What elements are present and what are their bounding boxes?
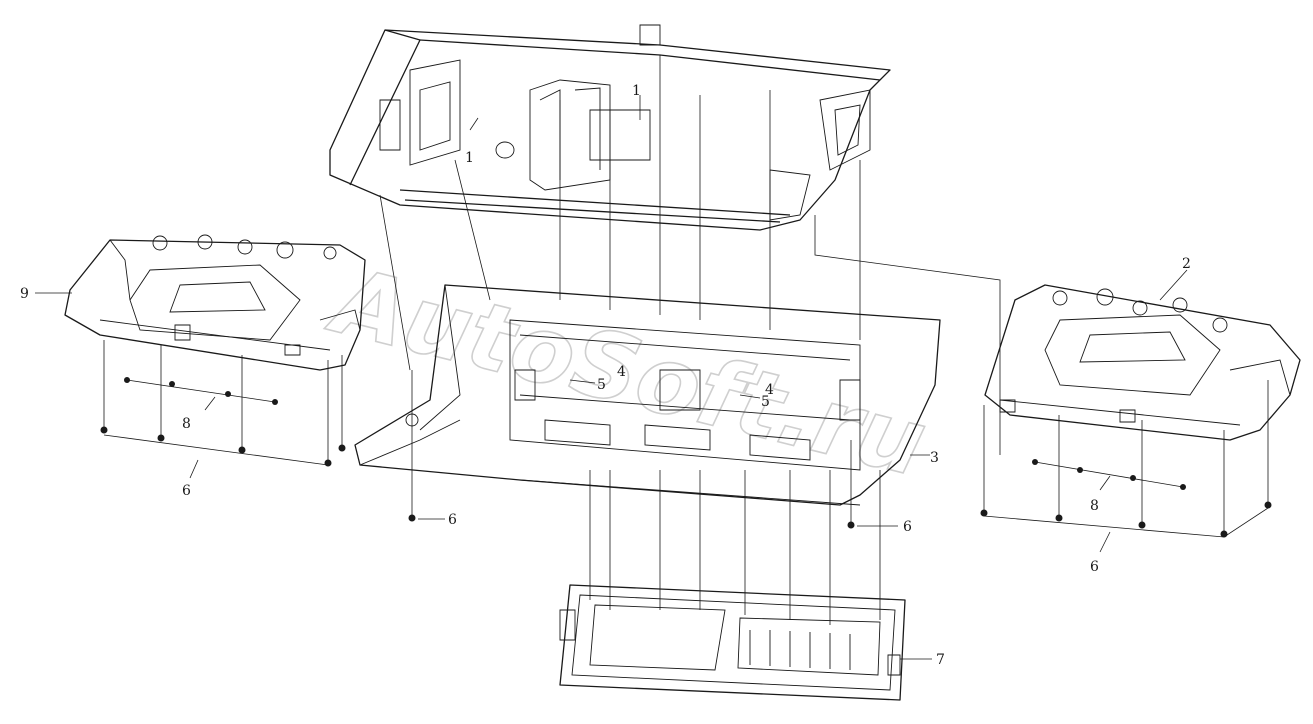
left-trim-panel [64, 234, 366, 371]
callout-8-left: 8 [182, 416, 191, 432]
fasteners-right [980, 459, 1272, 538]
assembly-leader-lines [103, 55, 1269, 625]
callout-8-right: 8 [1090, 498, 1099, 514]
fasteners-center [408, 514, 855, 529]
callout-1-left: 1 [465, 150, 474, 166]
callout-labels: 9 1 1 2 3 4 4 5 5 6 6 6 6 7 8 8 [20, 83, 1191, 668]
bottom-lid-cover [559, 584, 906, 701]
callout-3: 3 [930, 450, 939, 466]
center-glovebox-tray [354, 284, 941, 506]
callout-5-right: 5 [761, 394, 770, 410]
callout-6-left: 6 [182, 483, 191, 499]
watermark-text: AutoSoft.ru [319, 246, 936, 497]
callout-7: 7 [936, 652, 945, 668]
callout-6-right: 6 [1090, 559, 1099, 575]
callout-4-left: 4 [617, 364, 626, 380]
callout-1-right: 1 [632, 83, 641, 99]
callout-6-center-left: 6 [448, 512, 457, 528]
callout-5-left: 5 [597, 377, 606, 393]
callout-6-center-right: 6 [903, 519, 912, 535]
callout-4-right: 4 [765, 382, 774, 398]
fasteners-left [100, 377, 346, 467]
right-trim-panel [984, 284, 1301, 441]
callout-2: 2 [1182, 256, 1191, 272]
callout-9: 9 [20, 286, 29, 302]
